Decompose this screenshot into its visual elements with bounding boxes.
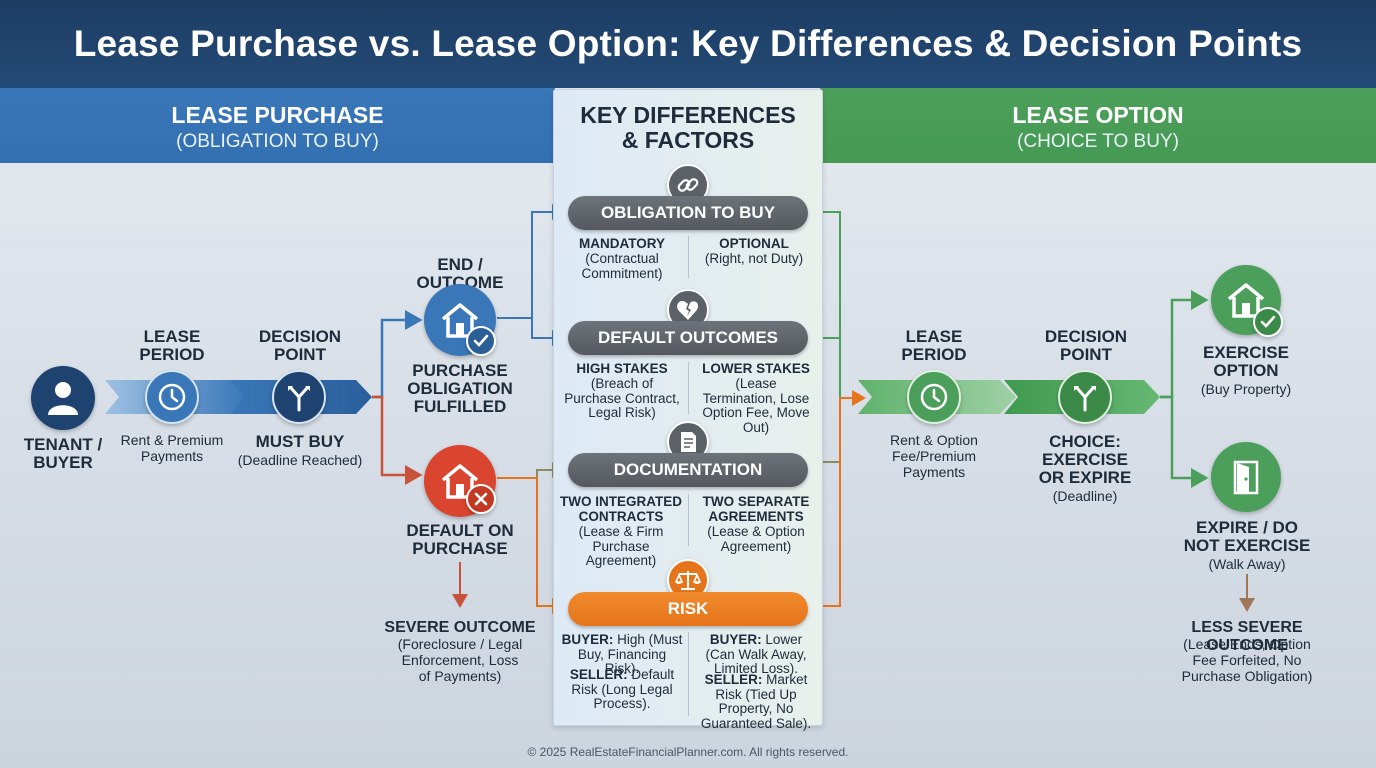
lease-purchase-title: LEASE PURCHASE (171, 102, 384, 128)
optional-title: OPTIONAL (719, 236, 789, 251)
severe-outcome-title: SEVERE OUTCOME (384, 619, 536, 636)
lease-option-band: LEASE OPTION (CHOICE TO BUY) (820, 88, 1376, 163)
integrated-contracts-desc: (Lease & Firm Purchase Agreement) (578, 524, 664, 568)
expire-label: EXPIRE / DO NOT EXERCISE (1183, 518, 1311, 555)
lp-decision-label: DECISION POINT (258, 327, 342, 364)
lease-purchase-subtitle: (OBLIGATION TO BUY) (176, 131, 379, 152)
end-outcome-label: END / OUTCOME (416, 255, 504, 292)
lp-lease-period-label: LEASE PERIOD (139, 327, 205, 364)
expire-sub: (Walk Away) (1208, 556, 1286, 572)
obligation-pill: OBLIGATION TO BUY (568, 196, 808, 230)
lp-risk-buyer: BUYER: High (Must Buy, Financing Risk). (560, 632, 684, 677)
lp-seller-label: SELLER: (569, 667, 628, 682)
lo-buyer-label: BUYER: (709, 632, 762, 647)
divider (688, 632, 689, 716)
copyright-footer: © 2025 RealEstateFinancialPlanner.com. A… (527, 745, 849, 759)
fork-icon (1058, 370, 1112, 424)
lp-risk-seller: SELLER: Default Risk (Long Legal Process… (560, 667, 684, 712)
risk-pill: RISK (568, 592, 808, 626)
high-stakes-title: HIGH STAKES (576, 361, 668, 376)
center-title-2: & FACTORS (621, 127, 755, 153)
lease-purchase-band: LEASE PURCHASE (OBLIGATION TO BUY) (0, 88, 555, 163)
divider (688, 362, 689, 414)
lo-seller-label: SELLER: (704, 672, 763, 687)
choice-label: CHOICE: EXERCISE OR EXPIRE (1038, 432, 1132, 487)
exercise-option-sub: (Buy Property) (1200, 381, 1292, 397)
must-buy-sub: (Deadline Reached) (237, 452, 363, 468)
default-outcomes-pill: DEFAULT OUTCOMES (568, 321, 808, 355)
lo-decision-label: DECISION POINT (1044, 327, 1128, 364)
lower-stakes-title: LOWER STAKES (702, 361, 810, 376)
lo-seller-desc: Market Risk (Tied Up Property, No Guaran… (700, 672, 812, 731)
clock-icon (145, 370, 199, 424)
optional-desc: (Right, not Duty) (704, 251, 804, 266)
integrated-contracts-title: TWO INTEGRATED CONTRACTS (560, 494, 682, 524)
mandatory-title: MANDATORY (579, 236, 665, 251)
divider (688, 494, 689, 546)
lp-seller-desc: Default Risk (Long Legal Process). (571, 667, 675, 711)
clock-icon (907, 370, 961, 424)
lo-period-desc: Rent & Option Fee/Premium Payments (890, 432, 978, 480)
default-purchase-label: DEFAULT ON PURCHASE (406, 521, 514, 558)
lo-risk-buyer: BUYER: Lower (Can Walk Away, Limited Los… (696, 632, 816, 677)
high-stakes-desc: (Breach of Purchase Contract, Legal Risk… (564, 376, 680, 420)
separate-agreements-desc: (Lease & Option Agreement) (707, 524, 805, 554)
tenant-buyer-label: TENANT / BUYER (23, 435, 103, 472)
lp-buyer-label: BUYER: (561, 632, 614, 647)
x-badge-icon (466, 484, 496, 514)
lp-buyer-desc: High (Must Buy, Financing Risk). (577, 632, 683, 676)
choice-sub: (Deadline) (1052, 488, 1118, 504)
must-buy-label: MUST BUY (255, 432, 345, 451)
check-badge-icon (466, 326, 496, 356)
user-icon (31, 366, 95, 430)
page-title: Lease Purchase vs. Lease Option: Key Dif… (0, 0, 1376, 88)
lo-risk-seller: SELLER: Market Risk (Tied Up Property, N… (696, 672, 816, 731)
lp-period-desc: Rent & Premium Payments (120, 432, 224, 464)
less-severe-desc: (Lease Ends, Option Fee Forfeited, No Pu… (1181, 636, 1313, 684)
lo-buyer-desc: Lower (Can Walk Away, Limited Loss). (705, 632, 807, 676)
divider (688, 236, 689, 278)
purchase-fulfilled-label: PURCHASE OBLIGATION FULFILLED (407, 361, 513, 416)
check-badge-icon (1253, 307, 1283, 337)
lower-stakes-desc: (Lease Termination, Lose Option Fee, Mov… (702, 376, 810, 435)
door-icon (1211, 442, 1281, 512)
lease-option-title: LEASE OPTION (1012, 102, 1184, 128)
less-severe-title: LESS SEVERE OUTCOME (1191, 619, 1303, 654)
separate-agreements-title: TWO SEPARATE AGREEMENTS (702, 494, 810, 524)
lo-lease-period-label: LEASE PERIOD (901, 327, 967, 364)
lease-option-subtitle: (CHOICE TO BUY) (1017, 131, 1179, 152)
center-title-1: KEY DIFFERENCES (580, 102, 796, 128)
exercise-option-label: EXERCISE OPTION (1203, 343, 1289, 380)
severe-outcome-desc: (Foreclosure / Legal Enforcement, Loss o… (397, 636, 523, 684)
mandatory-desc: (Contractual Commitment) (581, 251, 663, 281)
fork-icon (272, 370, 326, 424)
documentation-pill: DOCUMENTATION (568, 453, 808, 487)
house-check-icon (1211, 265, 1281, 335)
